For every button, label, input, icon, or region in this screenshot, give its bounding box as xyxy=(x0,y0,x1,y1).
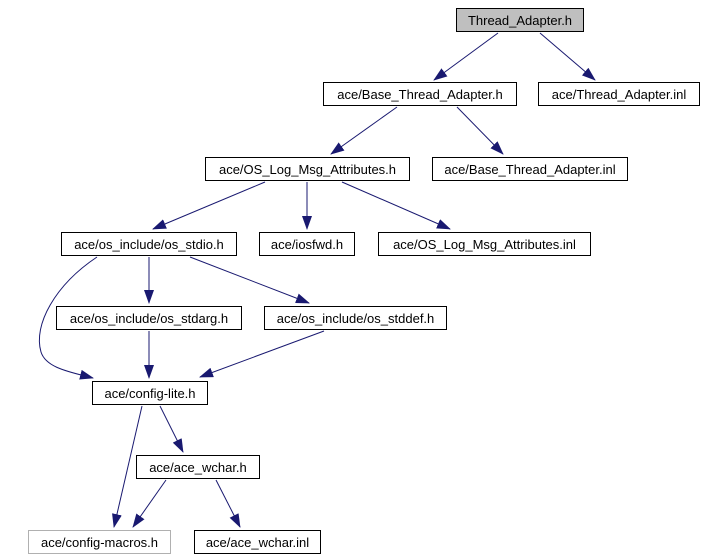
graph-node-ace-config-lite-h[interactable]: ace/config-lite.h xyxy=(92,381,208,405)
graph-node-thread-adapter-h: Thread_Adapter.h xyxy=(456,8,584,32)
graph-edge-ace-base-thread-adapter-h-to-ace-base-thread-adapter-inl xyxy=(456,106,504,155)
graph-node-ace-ace-wchar-inl[interactable]: ace/ace_wchar.inl xyxy=(194,530,321,554)
graph-edge-thread-adapter-h-to-ace-base-thread-adapter-h xyxy=(433,32,499,81)
graph-edge-ace-os-log-msg-attributes-h-to-ace-os-include-os-stdio-h xyxy=(152,181,266,230)
graph-node-ace-thread-adapter-inl[interactable]: ace/Thread_Adapter.inl xyxy=(538,82,700,106)
graph-edge-ace-ace-wchar-h-to-ace-config-macros-h xyxy=(132,479,167,528)
graph-node-ace-ace-wchar-h[interactable]: ace/ace_wchar.h xyxy=(136,455,260,479)
graph-edge-ace-base-thread-adapter-h-to-ace-os-log-msg-attributes-h xyxy=(330,106,398,155)
graph-edge-ace-os-include-os-stddef-h-to-ace-config-lite-h xyxy=(199,330,325,378)
graph-edge-ace-config-lite-h-to-ace-ace-wchar-h xyxy=(159,405,184,453)
graph-node-ace-os-log-msg-attributes-h[interactable]: ace/OS_Log_Msg_Attributes.h xyxy=(205,157,410,181)
graph-edge-ace-ace-wchar-h-to-ace-ace-wchar-inl xyxy=(215,479,241,528)
graph-edge-ace-config-lite-h-to-ace-config-macros-h xyxy=(112,405,143,528)
graph-edge-ace-os-log-msg-attributes-h-to-ace-os-log-msg-attributes-inl xyxy=(341,181,451,230)
graph-node-ace-os-log-msg-attributes-inl[interactable]: ace/OS_Log_Msg_Attributes.inl xyxy=(378,232,591,256)
graph-node-ace-os-include-os-stddef-h[interactable]: ace/os_include/os_stddef.h xyxy=(264,306,447,330)
graph-node-ace-iosfwd-h[interactable]: ace/iosfwd.h xyxy=(259,232,355,256)
graph-edge-thread-adapter-h-to-ace-thread-adapter-inl xyxy=(539,32,596,81)
graph-node-ace-base-thread-adapter-h[interactable]: ace/Base_Thread_Adapter.h xyxy=(323,82,517,106)
graph-node-ace-os-include-os-stdio-h[interactable]: ace/os_include/os_stdio.h xyxy=(61,232,237,256)
edges-group xyxy=(38,32,596,528)
graph-edge-ace-os-include-os-stdio-h-to-ace-config-lite-h xyxy=(38,256,98,380)
graph-node-ace-config-macros-h: ace/config-macros.h xyxy=(28,530,171,554)
graph-edge-ace-os-include-os-stdio-h-to-ace-os-include-os-stddef-h xyxy=(189,256,310,304)
graph-node-ace-base-thread-adapter-inl[interactable]: ace/Base_Thread_Adapter.inl xyxy=(432,157,628,181)
graph-node-ace-os-include-os-stdarg-h[interactable]: ace/os_include/os_stdarg.h xyxy=(56,306,242,330)
